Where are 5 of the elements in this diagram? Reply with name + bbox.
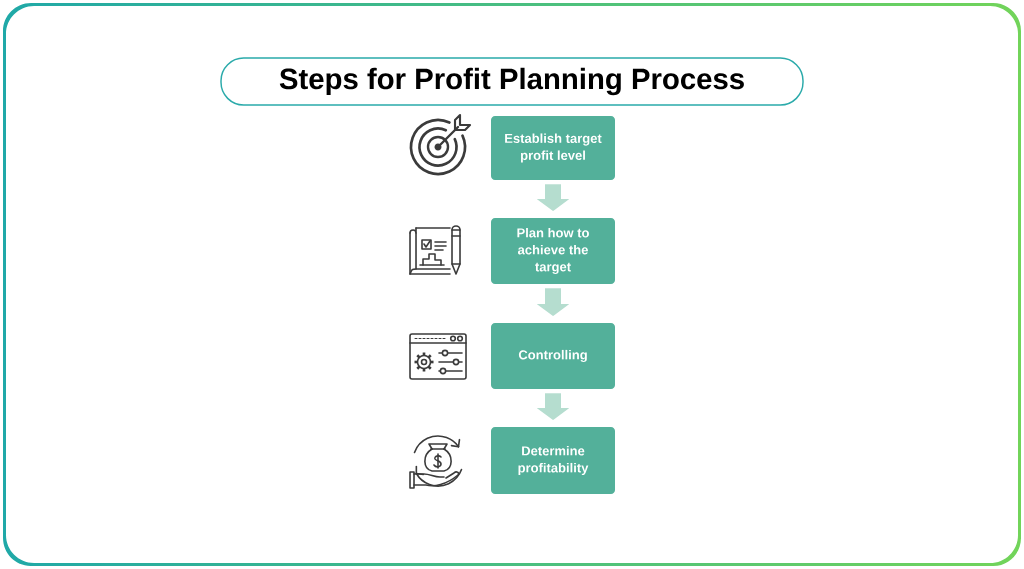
process-box: Determine profitability bbox=[491, 427, 615, 494]
process-box: Plan how to achieve the target bbox=[491, 218, 615, 284]
title: Steps for Profit Planning Process bbox=[220, 57, 804, 106]
process-box: Controlling bbox=[491, 323, 615, 389]
process-box: Establish target profit level bbox=[491, 116, 615, 180]
